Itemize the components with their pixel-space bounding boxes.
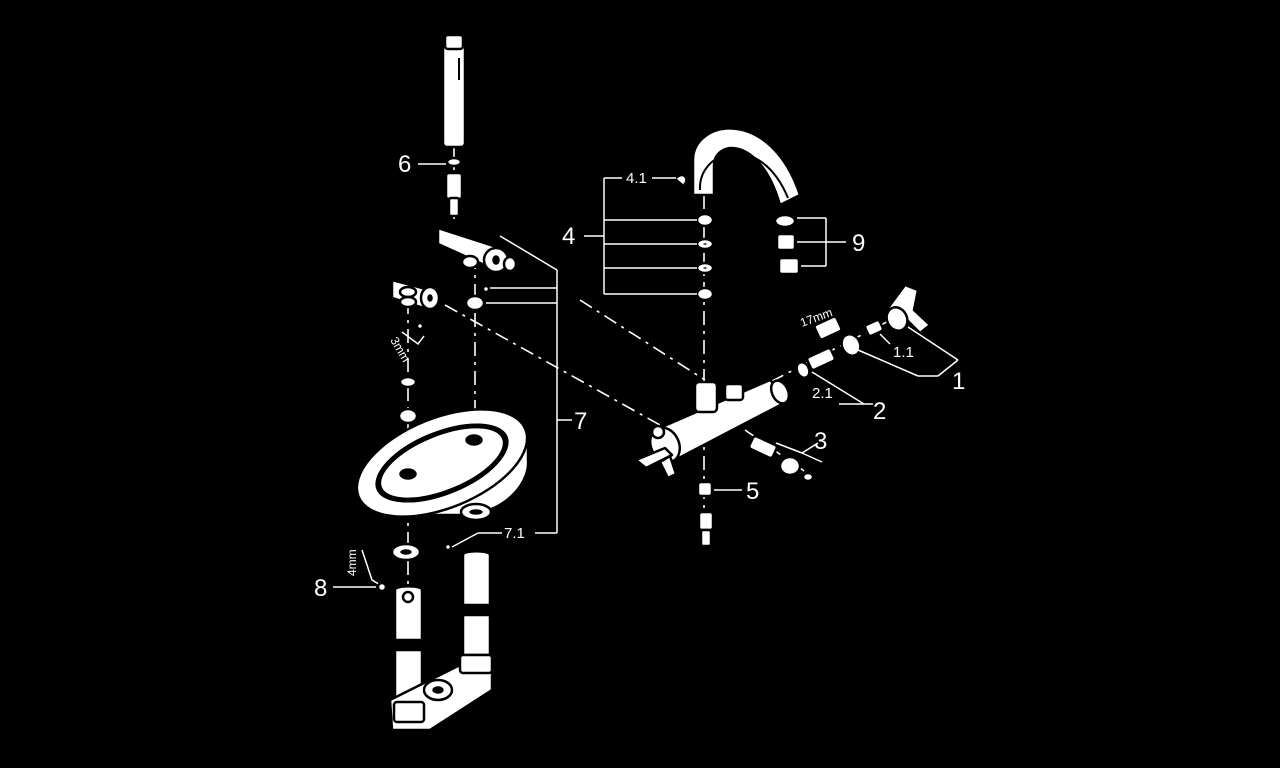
shower-holder	[436, 226, 518, 312]
mixer-body	[634, 378, 792, 480]
hex-key-3mm-label: 3mm	[387, 335, 412, 365]
callout-labels: 1 1.1 2 2.1 3 4 4.1 5 6 7 7.1 8 9	[314, 151, 965, 602]
leader-lines	[333, 163, 959, 588]
floor-riser-pipes	[388, 542, 494, 732]
callout-7: 7	[574, 408, 587, 435]
right-handle-assembly	[813, 283, 932, 357]
callout-1: 1	[952, 368, 965, 395]
hex-key-4mm-label: 4mm	[345, 549, 359, 576]
callout-4-1: 4.1	[626, 170, 647, 187]
spout	[675, 127, 802, 207]
callout-2: 2	[873, 398, 886, 425]
callout-1-1: 1.1	[893, 344, 914, 361]
cartridge-3	[747, 434, 815, 483]
aerator-parts	[773, 213, 801, 276]
cartridge-2	[795, 346, 837, 379]
hose-elbow	[390, 278, 441, 425]
callout-9: 9	[852, 230, 865, 257]
escutcheon-plate	[355, 408, 530, 562]
callout-2-1: 2.1	[812, 385, 833, 402]
callout-6: 6	[398, 151, 411, 178]
callout-5: 5	[746, 478, 759, 505]
callout-3: 3	[814, 428, 827, 455]
callout-4: 4	[562, 223, 575, 250]
hex-key-4mm-icon	[361, 549, 383, 587]
hand-shower	[441, 33, 467, 218]
callout-7-1: 7.1	[504, 525, 525, 542]
callout-8: 8	[314, 575, 327, 602]
spout-seals	[695, 212, 715, 302]
bottom-fittings	[696, 480, 715, 548]
